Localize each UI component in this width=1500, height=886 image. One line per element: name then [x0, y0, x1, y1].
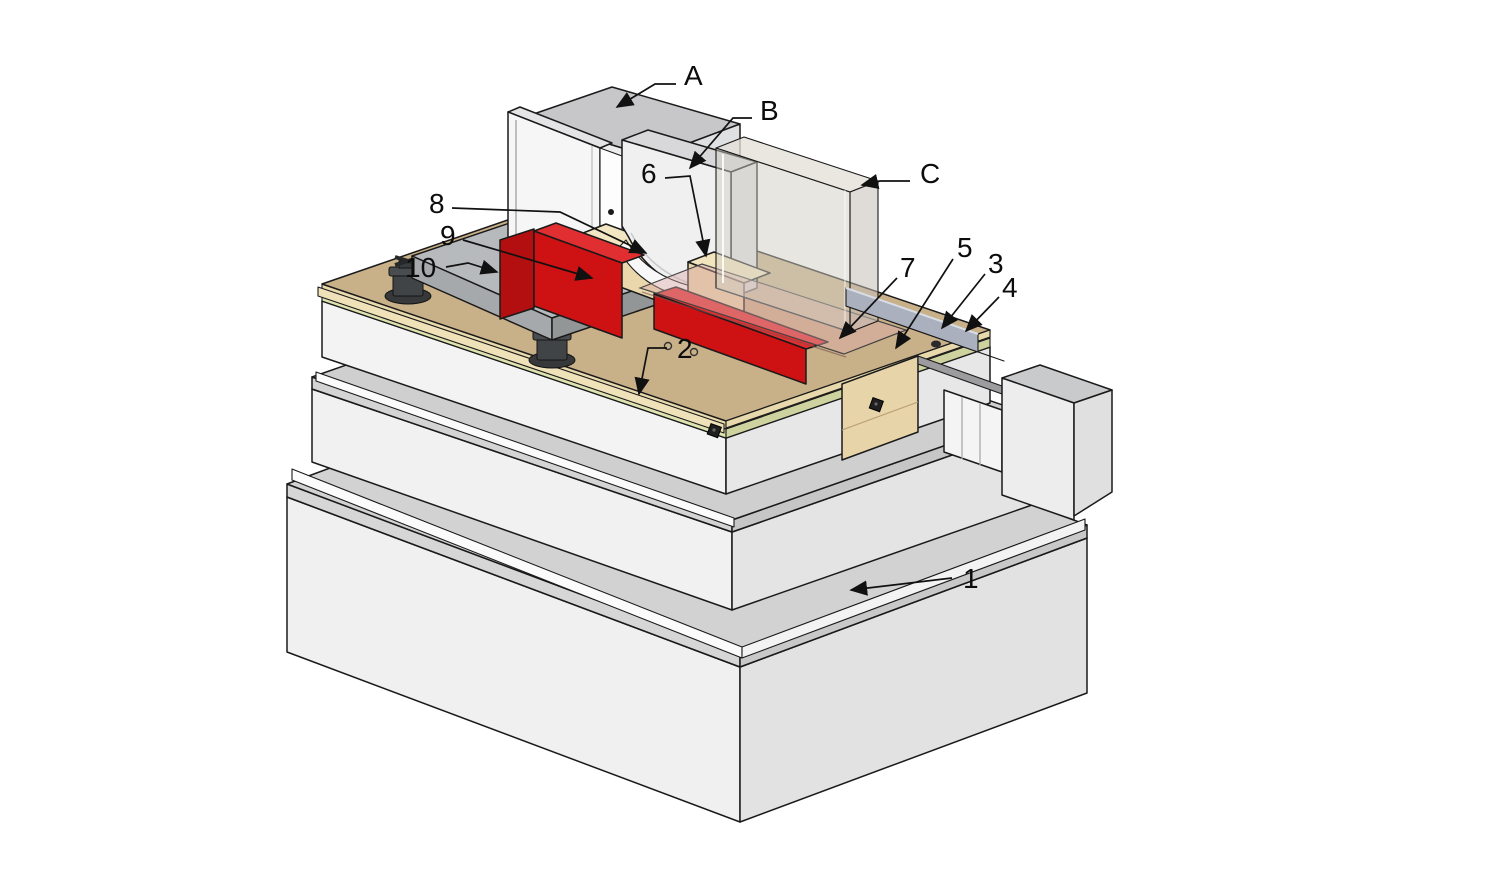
red-membrane-left — [499, 222, 645, 339]
hinge-dot — [608, 209, 614, 215]
parapet-block — [917, 355, 1113, 521]
paver-texture — [0, 248, 46, 276]
leader-A — [615, 83, 676, 108]
red-membrane-upstand — [653, 293, 807, 385]
fastener-dot — [874, 402, 878, 406]
fastener-loop — [663, 341, 673, 351]
label-6: 6 — [641, 158, 657, 189]
leader-5 — [895, 258, 954, 350]
leader-7 — [838, 277, 898, 340]
label-2: 2 — [677, 333, 693, 364]
label-C: C — [920, 158, 940, 189]
fastener-plate — [706, 396, 884, 439]
drip-edge-right — [741, 518, 1086, 659]
label-5: 5 — [957, 232, 973, 263]
label-3: 3 — [988, 248, 1004, 279]
red-membrane-right — [653, 286, 829, 385]
screw-hole — [931, 340, 941, 348]
leader-10 — [445, 259, 499, 275]
leader-2 — [634, 347, 667, 396]
leader-6 — [664, 175, 711, 258]
tan-board-seam — [841, 401, 919, 431]
label-8: 8 — [429, 188, 445, 219]
pedestal-body — [536, 337, 568, 361]
leader-1 — [849, 577, 953, 596]
leader-C — [860, 174, 910, 189]
label-7: 7 — [900, 252, 916, 283]
leader-3 — [940, 273, 986, 330]
leader-8 — [451, 207, 648, 254]
parapet-notch-lines — [961, 397, 981, 466]
glass-bottom-edge — [715, 287, 851, 333]
membrane-rolled-lip-left — [317, 286, 725, 434]
parapet-front-face — [1001, 377, 1075, 521]
drip-edge-upper — [315, 371, 735, 528]
red-membrane-flap-left — [499, 228, 535, 320]
callout-labels: A B C 6 8 9 10 7 5 3 4 2 1 — [405, 60, 1018, 594]
label-9: 9 — [440, 220, 456, 251]
leader-B — [688, 117, 752, 170]
leader-4 — [964, 296, 1000, 333]
red-membrane-upstand — [533, 230, 623, 339]
fastener-dot — [712, 428, 716, 432]
label-10: 10 — [405, 252, 436, 283]
leader-9 — [462, 239, 594, 281]
label-4: 4 — [1002, 272, 1018, 303]
callout-leaders — [445, 83, 1000, 596]
sheet-thickness-edge — [641, 291, 847, 358]
parapet-right-face — [1073, 389, 1113, 517]
fastener-loop — [689, 347, 699, 357]
label-1: 1 — [963, 563, 979, 594]
label-A: A — [684, 60, 703, 91]
drip-edge-profile — [291, 468, 1086, 659]
label-B: B — [760, 95, 779, 126]
